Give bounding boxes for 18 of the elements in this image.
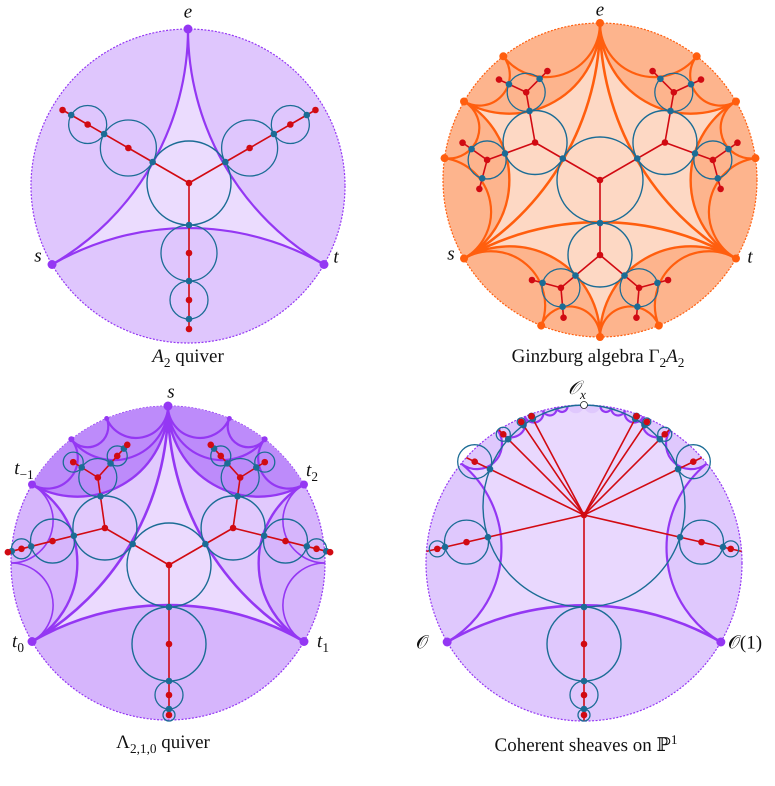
vertex-label: e — [184, 2, 192, 22]
vertex-label: t — [333, 248, 339, 266]
panel-caption: A$_{2}$ quiver — [152, 346, 224, 370]
vertex-label: s — [34, 246, 42, 266]
vertex-label: t$_{0}$ — [12, 632, 24, 654]
vertex-label: t$_{2}$ — [306, 460, 318, 484]
vertex-label: e — [596, 0, 604, 20]
panel-caption: Λ$_{2,1,0}$ quiver — [116, 732, 210, 756]
vertex-label: 𝒪$_{x}$ — [568, 378, 586, 402]
vertex-label: s — [167, 382, 175, 402]
vertex-label: t$_{1}$ — [317, 632, 329, 654]
vertex-label: 𝒪(1) — [728, 634, 762, 652]
vertex-label: 𝒪 — [416, 634, 428, 652]
vertex-label: s — [447, 244, 455, 264]
panel-caption: Coherent sheaves on ℙ$^{1}$ — [494, 732, 678, 756]
vertex-label: t — [747, 248, 753, 266]
panel-caption: Ginzburg algebra Γ$_{2}$A$_{2}$ — [512, 346, 684, 370]
vertex-label: t$_{−1}$ — [14, 458, 34, 482]
